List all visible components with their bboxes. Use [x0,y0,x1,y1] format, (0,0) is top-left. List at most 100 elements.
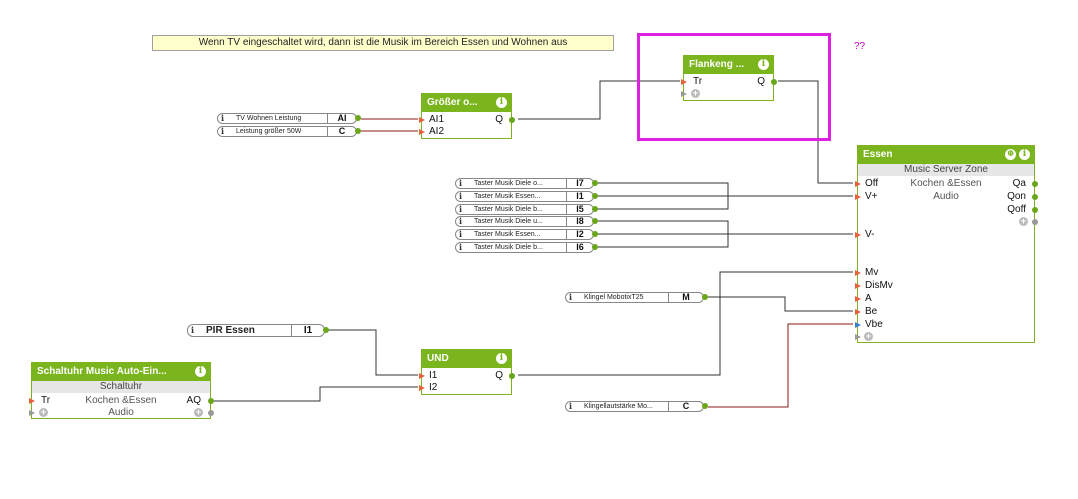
output-port-qoff[interactable]: Qoff [1007,204,1026,215]
block-title[interactable]: Essen⊕i [858,146,1034,164]
input-port-vbe[interactable]: Vbe [865,319,883,330]
input-pin[interactable] [419,117,425,123]
input-pin[interactable] [855,283,861,289]
input-port-vplus[interactable]: V+ [865,191,878,202]
input-port-a[interactable]: A [865,293,872,304]
input-port-tr[interactable]: Tr [41,395,51,406]
info-icon[interactable]: i [459,191,463,201]
input-port-dismv[interactable]: DisMv [865,280,893,291]
input-pin[interactable] [855,322,861,328]
output-pin[interactable] [1032,219,1038,225]
input-taster-1[interactable]: i Taster Musik Diele o... I7 [455,178,598,189]
info-icon[interactable]: i [221,113,225,123]
input-pin[interactable] [855,232,861,238]
input-taster-5[interactable]: i Taster Musik Essen... I2 [455,229,598,240]
add-input-icon[interactable]: + [691,88,700,98]
output-pin[interactable] [592,193,598,199]
input-port-mv[interactable]: Mv [865,267,879,278]
input-pin[interactable] [855,181,861,187]
info-icon[interactable]: i [1019,149,1030,160]
output-port-q[interactable]: Q [495,370,503,381]
output-pin[interactable] [323,327,329,333]
settings-icon[interactable]: ⊕ [1005,149,1016,160]
output-pin[interactable] [509,117,515,123]
add-input-icon[interactable]: + [864,331,873,341]
input-pin[interactable] [419,373,425,379]
input-port-ai2[interactable]: AI2 [429,126,445,137]
input-port-off[interactable]: Off [865,178,879,189]
input-port-vminus[interactable]: V- [865,229,875,240]
input-tv-wohnen-leistung[interactable]: i TV Wohnen Leistung AI [217,113,361,124]
output-pin[interactable] [592,206,598,212]
output-port-qa[interactable]: Qa [1012,178,1026,189]
output-pin[interactable] [355,128,361,134]
output-pin[interactable] [208,398,214,404]
output-port-qon[interactable]: Qon [1007,191,1026,202]
output-pin[interactable] [1032,181,1038,187]
input-port-i2[interactable]: I2 [429,382,438,393]
input-pin[interactable] [855,270,861,276]
output-pin[interactable] [509,373,515,379]
input-pin[interactable] [419,385,425,391]
add-output-icon[interactable]: + [1019,216,1028,226]
input-pin[interactable] [419,129,425,135]
info-icon[interactable]: i [459,229,463,239]
input-pin[interactable] [855,194,861,200]
output-pin[interactable] [1032,194,1038,200]
block-schaltuhr[interactable]: Schaltuhr Music Auto-Ein...i Schaltuhr K… [29,362,214,419]
comment-note[interactable]: Wenn TV eingeschaltet wird, dann ist die… [152,35,614,51]
output-port-aq[interactable]: AQ [186,395,201,406]
input-port-be[interactable]: Be [865,306,878,317]
add-input-icon[interactable]: + [39,407,48,417]
info-icon[interactable]: i [496,97,507,108]
block-title[interactable]: Schaltuhr Music Auto-Ein...i [32,363,210,381]
info-icon[interactable]: i [221,126,225,136]
input-pin[interactable] [681,91,687,97]
input-taster-4[interactable]: i Taster Musik Diele u... I8 [455,216,598,227]
block-groesser[interactable]: Größer o...i AI1 AI2 Q [419,93,515,139]
info-icon[interactable]: i [758,59,769,70]
input-pin[interactable] [855,334,861,340]
input-pir-essen[interactable]: i PIR Essen I1 [187,324,329,337]
output-port-q[interactable]: Q [495,114,503,125]
input-leistung-groesser[interactable]: i Leistung größer 50W C [217,126,361,137]
block-title[interactable]: Flankeng ...i [684,56,773,74]
block-flanke[interactable]: Flankeng ...i Tr Q + [681,55,777,101]
input-port-i1[interactable]: I1 [429,370,438,381]
input-klingellautstaerke[interactable]: i Klingellautstärke Mo... C [565,401,708,412]
input-pin[interactable] [29,398,35,404]
output-pin[interactable] [592,231,598,237]
info-icon[interactable]: i [191,325,195,335]
output-pin[interactable] [592,180,598,186]
output-pin[interactable] [1032,207,1038,213]
block-title[interactable]: Größer o...i [422,94,511,112]
output-pin[interactable] [355,115,361,121]
input-port-tr[interactable]: Tr [693,76,703,87]
input-taster-3[interactable]: i Taster Musik Diele b... I5 [455,204,598,215]
input-klingel-mobotix[interactable]: i Klingel MobotixT25 M [565,292,708,303]
info-icon[interactable]: i [459,178,463,188]
input-pin[interactable] [855,309,861,315]
info-icon[interactable]: i [496,353,507,364]
output-pin[interactable] [702,294,708,300]
info-icon[interactable]: i [569,401,573,411]
input-pin[interactable] [855,296,861,302]
output-pin[interactable] [208,410,214,416]
input-pin[interactable] [681,79,687,85]
output-pin[interactable] [702,403,708,409]
output-pin[interactable] [771,79,777,85]
output-pin[interactable] [592,218,598,224]
input-port-ai1[interactable]: AI1 [429,114,445,125]
input-taster-6[interactable]: i Taster Musik Diele b... I6 [455,242,598,253]
info-icon[interactable]: i [569,292,573,302]
info-icon[interactable]: i [459,242,463,252]
add-output-icon[interactable]: + [194,407,203,417]
info-icon[interactable]: i [195,366,206,377]
info-icon[interactable]: i [459,204,463,214]
output-pin[interactable] [592,244,598,250]
output-port-q[interactable]: Q [757,76,765,87]
input-taster-2[interactable]: i Taster Musik Essen... I1 [455,191,598,202]
block-essen[interactable]: Essen⊕i Music Server Zone Kochen &Essen … [855,145,1038,343]
